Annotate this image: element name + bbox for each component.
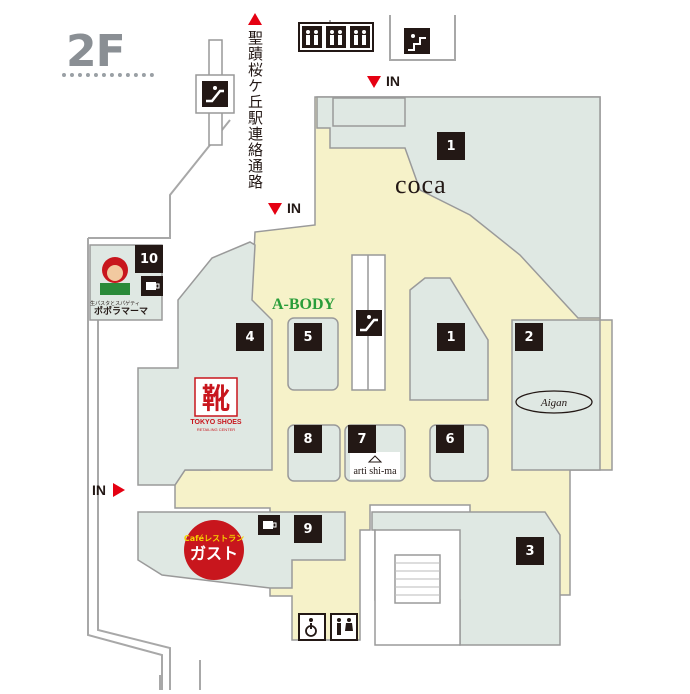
shop-number-2: 2: [515, 323, 543, 351]
shop-number-9: 9: [294, 515, 322, 543]
entrance-marker-left: [113, 483, 125, 497]
svg-text:生パスタとスパゲティ: 生パスタとスパゲティ: [90, 300, 140, 307]
up-arrow: [248, 13, 262, 25]
floor-label-underline: [62, 73, 154, 77]
shop-number-5: 5: [294, 323, 322, 351]
cafe-icon-10: [141, 276, 163, 296]
svg-text:ガスト: ガスト: [190, 544, 238, 563]
restroom-icon: [298, 22, 374, 52]
shop-number-6: 6: [436, 425, 464, 453]
shop-number-4: 4: [236, 323, 264, 351]
toilet-icon: [330, 613, 358, 641]
svg-text:arti shi-ma: arti shi-ma: [353, 466, 397, 477]
svg-text:ポポラマーマ: ポポラマーマ: [94, 305, 148, 317]
svg-text:RETAILING CENTER: RETAILING CENTER: [197, 427, 235, 432]
entrance-label-left: IN: [92, 482, 106, 498]
popola-mama-logo: 生パスタとスパゲティ ポポラマーマ: [90, 257, 148, 317]
escalator-icon-center: [356, 310, 382, 336]
entrance-label-top: IN: [386, 73, 400, 89]
accessible-icon: [298, 613, 326, 641]
a-body-label: A-BODY: [272, 296, 336, 313]
store-1-coca[interactable]: [316, 96, 601, 319]
svg-text:TOKYO SHOES: TOKYO SHOES: [190, 419, 242, 426]
floor-label: 2F: [66, 26, 126, 77]
station-connection-label: 聖蹟桜ケ丘駅連絡通路: [246, 30, 264, 190]
aigan-text: Aigan: [540, 397, 568, 409]
entrance-marker-mid: [268, 203, 282, 215]
tokyo-shoes-logo: 靴 TOKYO SHOES RETAILING CENTER: [190, 377, 242, 432]
aigan-logo: Aigan: [515, 390, 593, 414]
shop-number-1-top: 1: [437, 132, 465, 160]
entrance-label-mid: IN: [287, 200, 301, 216]
store-small-top[interactable]: [332, 97, 406, 127]
cafe-icon-9: [258, 515, 280, 535]
stairwell: [374, 529, 461, 646]
shop-number-3: 3: [516, 537, 544, 565]
shop-number-10: 10: [135, 245, 163, 273]
shop-number-8: 8: [294, 425, 322, 453]
arti-shima-logo: arti shi-ma: [350, 452, 400, 479]
entrance-marker-top: [367, 76, 381, 88]
shop-number-1-mid: 1: [437, 323, 465, 351]
coca-label: coca: [395, 170, 447, 199]
gusto-logo: Caféレストラン ガスト: [184, 520, 244, 580]
svg-text:Caféレストラン: Caféレストラン: [184, 533, 244, 543]
svg-text:靴: 靴: [202, 382, 230, 415]
shop-number-7: 7: [348, 425, 376, 453]
escalator-icon-left: [202, 81, 228, 107]
stairs-icon: [404, 28, 430, 54]
store-2[interactable]: [511, 319, 601, 471]
store-4[interactable]: [137, 241, 273, 486]
